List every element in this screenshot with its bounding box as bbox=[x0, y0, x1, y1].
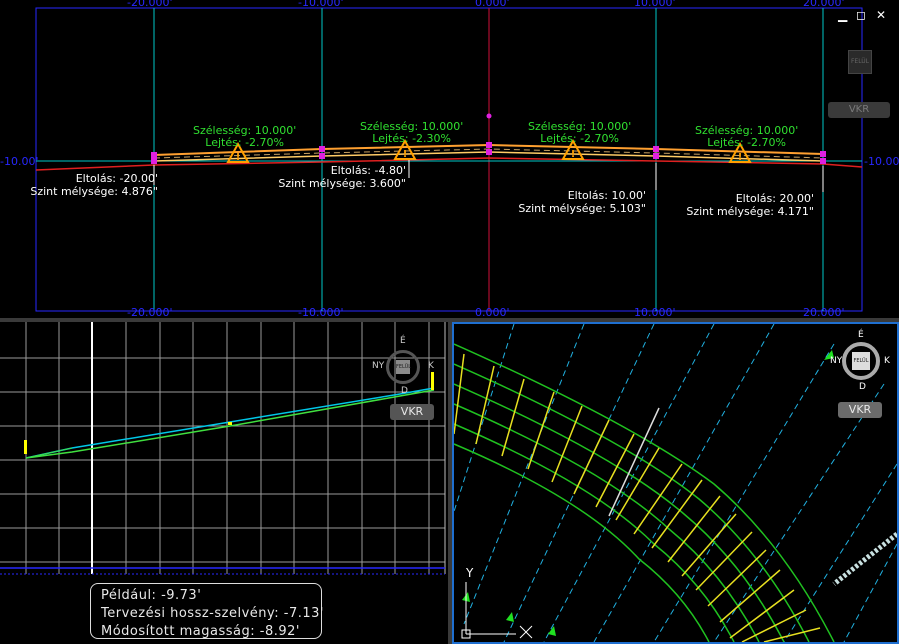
vkr-button[interactable]: VKR bbox=[828, 102, 890, 118]
compass-west: NY bbox=[372, 361, 385, 371]
offset-value: Eltolás: 20.00' bbox=[735, 192, 814, 205]
offset-label: Eltolás: 10.00' Szint mélysége: 5.103" bbox=[490, 189, 646, 215]
depth-value: Szint mélysége: 4.876" bbox=[30, 185, 158, 198]
plan-drawing bbox=[454, 324, 897, 642]
close-icon[interactable]: ✕ bbox=[876, 8, 887, 22]
compass-north: É bbox=[400, 336, 406, 346]
elevation-label-right: -10.00' bbox=[864, 155, 899, 168]
segment-label: Szélesség: 10.000' Lejtés: -2.70% bbox=[695, 125, 798, 149]
viewcube-compass[interactable]: FELÜL É D K NY bbox=[372, 336, 434, 398]
svg-text:!: ! bbox=[738, 152, 743, 163]
axis-label-bottom: -10.000' bbox=[298, 306, 344, 318]
axis-label-top: -10.000' bbox=[298, 0, 344, 9]
segment-width: Szélesség: 10.000' bbox=[193, 124, 297, 137]
viewcube-face[interactable]: FELÜL bbox=[396, 360, 411, 374]
restore-icon[interactable]: ◻ bbox=[856, 8, 866, 22]
viewport-divider[interactable] bbox=[448, 322, 452, 644]
viewport-divider[interactable] bbox=[0, 318, 899, 322]
ucs-y-label: Y bbox=[466, 566, 474, 580]
svg-text:!: ! bbox=[571, 149, 576, 160]
segment-width: Szélesség: 10.000' bbox=[695, 124, 799, 137]
axis-label-bottom: -20.000' bbox=[127, 306, 173, 318]
depth-value: Szint mélysége: 4.171" bbox=[686, 205, 814, 218]
offset-label: Eltolás: -20.00' Szint mélysége: 4.876" bbox=[2, 172, 158, 198]
segment-slope: Lejtés: -2.30% bbox=[372, 132, 451, 145]
axis-label-bottom: 20.000' bbox=[803, 306, 845, 318]
segment-label: Szélesség: 10.000' Lejtés: -2.70% bbox=[193, 125, 296, 149]
compass-south: D bbox=[401, 386, 408, 396]
axis-label-top: 20.000' bbox=[803, 0, 845, 9]
offset-value: Eltolás: -4.80' bbox=[330, 164, 406, 177]
segment-width: Szélesség: 10.000' bbox=[360, 120, 464, 133]
compass-south: D bbox=[859, 382, 866, 392]
depth-value: Szint mélysége: 5.103" bbox=[518, 202, 646, 215]
axis-label-bottom: 10.000' bbox=[634, 306, 676, 318]
tooltip-line: Például: -9.73' bbox=[101, 588, 202, 603]
tooltip-line: Tervezési hossz-szelvény: -7.13' bbox=[101, 606, 324, 621]
elevation-label-left: -10.00' bbox=[0, 155, 39, 168]
tooltip-line: Módosított magasság: -8.92' bbox=[101, 624, 300, 639]
segment-label: Szélesség: 10.000' Lejtés: -2.30% bbox=[360, 121, 463, 145]
depth-value: Szint mélysége: 3.600" bbox=[278, 177, 406, 190]
vkr-button[interactable]: VKR bbox=[390, 404, 434, 420]
cross-section-viewport[interactable]: !!!! -20.000' -10.000' 0.000' 10.000' 20… bbox=[0, 0, 899, 318]
axis-label-bottom: 0.000' bbox=[475, 306, 510, 318]
plan-viewport[interactable]: Y FELÜL É D K NY VKR bbox=[452, 322, 899, 644]
offset-value: Eltolás: -20.00' bbox=[75, 172, 158, 185]
segment-label: Szélesség: 10.000' Lejtés: -2.70% bbox=[528, 121, 631, 145]
segment-slope: Lejtés: -2.70% bbox=[707, 136, 786, 149]
viewcube-face[interactable]: FELÜL bbox=[852, 352, 870, 370]
viewcube[interactable]: FELÜL bbox=[848, 50, 872, 74]
axis-label-top: 0.000' bbox=[475, 0, 510, 9]
offset-value: Eltolás: 10.00' bbox=[567, 189, 646, 202]
offset-label: Eltolás: 20.00' Szint mélysége: 4.171" bbox=[658, 192, 814, 218]
vkr-button[interactable]: VKR bbox=[838, 402, 882, 418]
elevation-tooltip: Például: -9.73' Tervezési hossz-szelvény… bbox=[90, 583, 324, 639]
compass-east: K bbox=[884, 356, 890, 366]
viewcube-compass[interactable]: FELÜL É D K NY bbox=[830, 330, 892, 392]
compass-north: É bbox=[858, 330, 864, 340]
axis-label-top: -20.000' bbox=[127, 0, 173, 9]
cross-section-drawing: !!!! bbox=[35, 7, 863, 312]
compass-west: NY bbox=[830, 356, 843, 366]
axis-label-top: 10.000' bbox=[634, 0, 676, 9]
compass-east: K bbox=[428, 361, 434, 371]
profile-drawing bbox=[0, 322, 446, 575]
svg-text:!: ! bbox=[236, 152, 241, 163]
minimize-icon[interactable]: ▁ bbox=[838, 8, 848, 22]
segment-slope: Lejtés: -2.70% bbox=[205, 136, 284, 149]
offset-label: Eltolás: -4.80' Szint mélysége: 3.600" bbox=[250, 164, 406, 190]
segment-slope: Lejtés: -2.70% bbox=[540, 132, 619, 145]
svg-text:!: ! bbox=[403, 149, 408, 160]
segment-width: Szélesség: 10.000' bbox=[528, 120, 632, 133]
